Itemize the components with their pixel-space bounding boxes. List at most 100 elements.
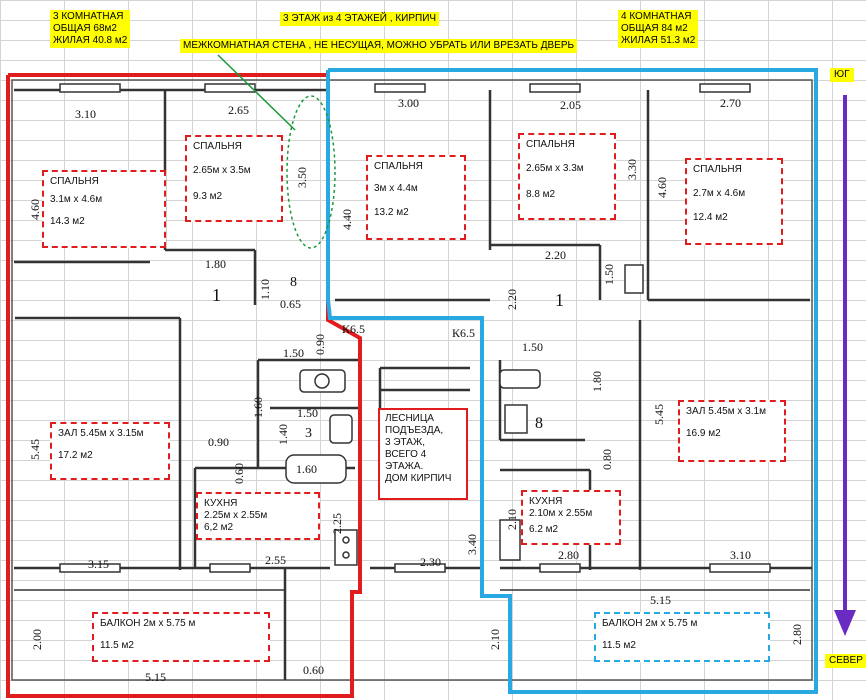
room-right-bedroom-1: СПАЛЬНЯ 3м х 4.4м 13.2 м2 <box>366 155 466 240</box>
dim-left-hall-width: 3.15 <box>88 557 109 571</box>
stairwell-line: ЛЕСНИЦА <box>385 413 434 424</box>
room-name: ЗАЛ 5.45м х 3.1м <box>686 406 766 417</box>
dim-right-entry: К6.5 <box>452 326 476 340</box>
room-area: 8.8 м2 <box>526 189 556 200</box>
dim-right-balcony-right: 2.80 <box>790 624 804 645</box>
room-name: ЗАЛ 5.45м х 3.15м <box>58 428 144 439</box>
dim-bath-height: 1.60 <box>251 397 265 418</box>
dim-left-hall-height: 5.45 <box>28 439 42 460</box>
stairwell-line: ВСЕГО 4 <box>385 449 427 460</box>
room-size: 2.7м х 4.6м <box>693 188 746 199</box>
room-area: 6,2 м2 <box>204 522 234 533</box>
room-area: 11.5 м2 <box>602 640 636 651</box>
room-area: 9.3 м2 <box>193 191 223 202</box>
room-area: 6.2 м2 <box>529 524 559 535</box>
south-label: ЮГ <box>830 68 854 82</box>
dim-left-bedroom2-width: 2.65 <box>228 103 249 117</box>
room-area: 11.5 м2 <box>100 640 134 651</box>
room-area: 16.9 м2 <box>686 428 721 439</box>
room-name: БАЛКОН 2м х 5.75 м <box>602 618 698 629</box>
dim-right-corridor-height: 2.20 <box>505 289 519 310</box>
dim-hall-door: 0.90 <box>208 435 229 449</box>
dim-left-bedroom2-height: 3.50 <box>295 167 309 188</box>
dim-right-balcony-width: 5.15 <box>650 593 671 607</box>
dim-right-hall-height: 5.45 <box>652 404 666 425</box>
room-area: 14.3 м2 <box>50 216 85 227</box>
left-apartment-summary: 3 КОМНАТНАЯ ОБЩАЯ 68м2 ЖИЛАЯ 40.8 м2 <box>50 10 131 48</box>
room-right-bedroom-2: СПАЛЬНЯ 2.65м х 3.3м 8.8 м2 <box>518 133 616 220</box>
stairwell-line: ПОДЪЕЗДА, <box>385 425 444 436</box>
dim-kitchen-door: 0.60 <box>232 463 246 484</box>
dim-bathtub: 1.60 <box>296 462 317 476</box>
left-apartment-living-area: ЖИЛАЯ 40.8 м2 <box>53 35 128 46</box>
dim-right-bedroom3-height: 4.60 <box>655 177 669 198</box>
dim-right-kitchen-height: 2.10 <box>505 509 519 530</box>
north-label: СЕВЕР <box>825 654 866 668</box>
dim-right-bath-height: 1.80 <box>590 371 604 392</box>
dim-corridor: 1.80 <box>205 257 226 271</box>
room-right-kitchen: КУХНЯ 2.10м х 2.55м 6.2 м2 <box>521 490 621 545</box>
room-number: 8 <box>535 415 543 432</box>
stairwell-line: ЭТАЖА. <box>385 461 424 472</box>
dim-storage: 0.65 <box>280 297 301 311</box>
room-number: 1 <box>555 290 564 310</box>
dim-bath-inner-height: 1.40 <box>276 424 290 445</box>
dim-stair-width: 2.30 <box>420 555 441 569</box>
dim-left-bedroom-width: 3.10 <box>75 107 96 121</box>
dim-storage-height: 1.10 <box>258 279 272 300</box>
dim-toilet: 1.50 <box>283 346 304 360</box>
left-apartment-rooms: 3 КОМНАТНАЯ <box>53 11 124 22</box>
dim-right-bedroom1-height: 4.40 <box>340 209 354 230</box>
room-left-balcony: БАЛКОН 2м х 5.75 м 11.5 м2 <box>92 612 270 662</box>
room-name: СПАЛЬНЯ <box>526 139 575 150</box>
room-name: СПАЛЬНЯ <box>50 176 99 187</box>
floor-info: 3 ЭТАЖ из 4 ЭТАЖЕЙ , КИРПИЧ <box>280 12 440 26</box>
dim-left-kitchen-width: 2.55 <box>265 553 286 567</box>
dim-right-bath: 1.50 <box>522 340 543 354</box>
room-name: СПАЛЬНЯ <box>693 164 742 175</box>
dim-right-bedroom2-width: 2.05 <box>560 98 581 112</box>
room-left-bedroom-1: СПАЛЬНЯ 3.1м х 4.6м 14.3 м2 <box>42 170 166 248</box>
dim-right-corridor: 2.20 <box>545 248 566 262</box>
room-left-hall: ЗАЛ 5.45м х 3.15м 17.2 м2 <box>50 422 170 480</box>
room-right-hall: ЗАЛ 5.45м х 3.1м 16.9 м2 <box>678 400 786 462</box>
room-name: КУХНЯ <box>204 498 238 509</box>
dim-toilet-height: 0.90 <box>313 334 327 355</box>
room-size: 3м х 4.4м <box>374 183 418 194</box>
dim-left-balcony-end: 0.60 <box>303 663 324 677</box>
room-size: 2.10м х 2.55м <box>529 508 593 519</box>
dim-right-bedroom2-height: 3.30 <box>625 159 639 180</box>
room-size: 2.65м х 3.3м <box>526 163 584 174</box>
room-left-kitchen: КУХНЯ 2.25м х 2.55м 6,2 м2 <box>196 492 320 540</box>
room-number: 3 <box>305 426 312 441</box>
left-apartment-total-area: ОБЩАЯ 68м2 <box>53 23 117 34</box>
dim-right-bedroom1-width: 3.00 <box>398 96 419 110</box>
dim-right-hall-width: 3.10 <box>730 548 751 562</box>
room-size: 3.1м х 4.6м <box>50 194 103 205</box>
dim-left-balcony-height: 2.00 <box>30 629 44 650</box>
room-area: 13.2 м2 <box>374 207 409 218</box>
room-left-bedroom-2: СПАЛЬНЯ 2.65м х 3.5м 9.3 м2 <box>185 135 283 222</box>
room-name: СПАЛЬНЯ <box>374 161 423 172</box>
dim-left-entry: К6.5 <box>342 322 366 336</box>
room-size: 2.65м х 3.5м <box>193 165 251 176</box>
right-apartment-total-area: ОБЩАЯ 84 м2 <box>621 23 688 34</box>
dim-right-kitchen-width: 2.80 <box>558 548 579 562</box>
room-number: 8 <box>290 275 297 290</box>
wall-note: МЕЖКОМНАТНАЯ СТЕНА , НЕ НЕСУЩАЯ, МОЖНО У… <box>180 39 578 53</box>
room-area: 17.2 м2 <box>58 450 93 461</box>
room-name: БАЛКОН 2м х 5.75 м <box>100 618 196 629</box>
dim-left-bedroom-height: 4.60 <box>28 199 42 220</box>
room-size: 2.25м х 2.55м <box>204 510 268 521</box>
dim-right-balcony-left: 2.10 <box>488 629 502 650</box>
room-area: 12.4 м2 <box>693 212 728 223</box>
dim-stair-height: 3.40 <box>465 534 479 555</box>
stairwell-line: 3 ЭТАЖ, <box>385 437 425 448</box>
right-apartment-living-area: ЖИЛАЯ 51.3 м2 <box>621 35 696 46</box>
right-apartment-summary: 4 КОМНАТНАЯ ОБЩАЯ 84 м2 ЖИЛАЯ 51.3 м2 <box>618 10 699 48</box>
dim-left-balcony-width: 5.15 <box>145 670 166 684</box>
right-apartment-rooms: 4 КОМНАТНАЯ <box>621 11 692 22</box>
room-number: 1 <box>212 285 221 305</box>
